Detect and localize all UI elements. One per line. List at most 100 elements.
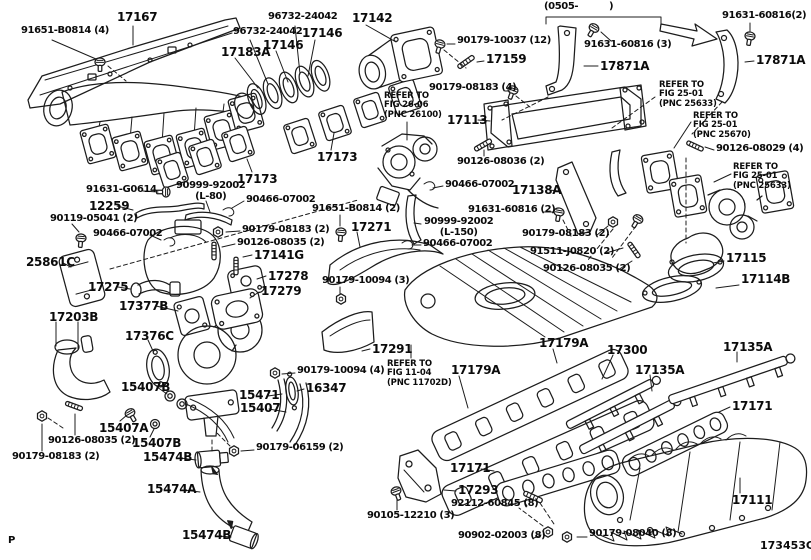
part-label-90999-92002-L150[interactable]: 90999-92002(L-150) (424, 216, 494, 238)
part-label-92112-60845-8[interactable]: 92112-60845 (8) (451, 498, 539, 509)
figure-code: 173453C (760, 539, 811, 552)
part-label-17173[interactable]: 17173 (317, 150, 358, 164)
manifold-stay-17871a-right-drawing (716, 30, 738, 103)
gasket-17377b-drawing (173, 296, 211, 337)
page-marker: P (8, 535, 15, 546)
part-label-17179a[interactable]: 17179A (539, 336, 589, 350)
part-label-17377b[interactable]: 17377B (119, 299, 169, 313)
part-label-17173[interactable]: 17173 (237, 172, 278, 186)
bracket-17293-drawing (398, 450, 441, 502)
part-label-17300[interactable]: 17300 (607, 343, 648, 357)
part-label-17183a[interactable]: 17183A (221, 45, 271, 59)
direction-arrow (660, 24, 717, 46)
part-label-90902-02003-8[interactable]: 90902-02003 (8) (458, 530, 546, 541)
part-label-17135a[interactable]: 17135A (723, 340, 773, 354)
part-label-91631-60816-3[interactable]: 91631-60816 (3) (584, 39, 672, 50)
part-label-17141g[interactable]: 17141G (254, 248, 304, 262)
part-label-90466-07002[interactable]: 90466-07002 (93, 228, 163, 239)
part-label-90466-07002[interactable]: 90466-07002 (246, 194, 316, 205)
part-label-15407a[interactable]: 15407A (99, 421, 149, 435)
part-label-15474a[interactable]: 15474A (147, 482, 197, 496)
part-label-15471[interactable]: 15471 (239, 388, 280, 402)
part-label-17146[interactable]: 17146 (302, 26, 343, 40)
part-label-90179-08183-4[interactable]: 90179-08183 (4) (429, 82, 517, 93)
part-label-91631-g0614[interactable]: 91631-G0614 (86, 184, 157, 195)
part-label-17271[interactable]: 17271 (351, 220, 392, 234)
part-label-17115[interactable]: 17115 (726, 251, 767, 265)
part-label-25861c[interactable]: 25861C (26, 255, 75, 269)
part-label-96732-24042[interactable]: 96732-24042 (233, 26, 303, 37)
heat-insulator-17167-drawing (28, 18, 240, 108)
part-label-12259[interactable]: 12259 (89, 199, 130, 213)
part-label-90179-10094-3[interactable]: 90179-10094 (3) (322, 275, 410, 286)
part-label-17111[interactable]: 17111 (732, 493, 773, 507)
part-label-90126-08035-2[interactable]: 90126-08035 (2) (237, 237, 325, 248)
part-label-90126-08036-2[interactable]: 90126-08036 (2) (457, 156, 545, 167)
part-label-90126-08035-2[interactable]: 90126-08035 (2) (48, 435, 136, 446)
part-label-17871a[interactable]: 17871A (756, 53, 806, 67)
part-label-91631-60816-2[interactable]: 91631-60816(2) (722, 10, 807, 21)
part-label-17142[interactable]: 17142 (352, 11, 393, 25)
part-label-90179-08040-8[interactable]: 90179-08040 (8) (589, 528, 677, 539)
leader-lines (42, 23, 754, 538)
part-label-90119-05041-2[interactable]: 90119-05041 (2) (50, 213, 138, 224)
part-label-90179-10037-12[interactable]: 90179-10037 (12) (457, 35, 551, 46)
manifold-stay-17871a-left-drawing (546, 26, 576, 95)
part-label-17135a[interactable]: 17135A (635, 363, 685, 377)
part-label-91511-j0820-2[interactable]: 91511-J0820 (2) (530, 246, 615, 257)
plate-25861c-drawing (58, 248, 106, 308)
part-label-15407b[interactable]: 15407B (132, 436, 182, 450)
part-label-90466-07002[interactable]: 90466-07002 (445, 179, 515, 190)
water-bypass-12259-drawing (136, 203, 204, 218)
part-label-17146[interactable]: 17146 (263, 38, 304, 52)
part-label-90126-08035-2[interactable]: 90126-08035 (2) (543, 263, 631, 274)
intake-elbow-17115-drawing (666, 233, 726, 286)
part-label-91651-b0814-4[interactable]: 91651-B0814 (4) (21, 25, 109, 36)
part-label-90179-10094-4[interactable]: 90179-10094 (4) (297, 365, 385, 376)
part-label-15474b[interactable]: 15474B (143, 450, 193, 464)
part-label-17171[interactable]: 17171 (450, 461, 491, 475)
part-label-17179a[interactable]: 17179A (451, 363, 501, 377)
gasket-17171-right-drawing (620, 410, 730, 479)
part-label-90179-08183-2[interactable]: 90179-08183 (2) (522, 228, 610, 239)
part-label-17279[interactable]: 17279 (261, 284, 302, 298)
part-label-17871a[interactable]: 17871A (600, 59, 650, 73)
part-label-17159[interactable]: 17159 (486, 52, 527, 66)
part-label-17278[interactable]: 17278 (268, 269, 309, 283)
part-label-96732-24042[interactable]: 96732-24042 (268, 11, 338, 22)
part-label-17113[interactable]: 17113 (447, 113, 488, 127)
part-label-91631-60816-2[interactable]: 91631-60816 (2) (468, 204, 556, 215)
part-label-90105-12210-3[interactable]: 90105-12210 (3) (367, 510, 455, 521)
intake-inlet-housing-drawing (144, 220, 220, 294)
part-label-17291[interactable]: 17291 (372, 342, 413, 356)
part-label-15407b[interactable]: 15407B (121, 380, 171, 394)
cylinder-head-cover-drawing (405, 247, 657, 346)
part-label-90179-08183-2[interactable]: 90179-08183 (2) (12, 451, 100, 462)
part-label-90179-06159-2[interactable]: 90179-06159 (2) (256, 442, 344, 453)
part-label-17275[interactable]: 17275 (88, 280, 129, 294)
part-label-17138a[interactable]: 17138A (512, 183, 562, 197)
assembly-dashed-lines (48, 50, 722, 526)
part-label-17114b[interactable]: 17114B (741, 272, 791, 286)
part-label-17293[interactable]: 17293 (458, 483, 499, 497)
part-label-90466-07002[interactable]: 90466-07002 (423, 238, 493, 249)
part-label-17171[interactable]: 17171 (732, 399, 773, 413)
ventilation-hose-15474a-drawing (201, 466, 252, 536)
part-label-17167[interactable]: 17167 (117, 10, 158, 24)
part-label-15474b[interactable]: 15474B (182, 528, 232, 542)
part-label-90999-92002-L80[interactable]: 90999-92002(L-80) (176, 180, 246, 202)
part-label-17203b[interactable]: 17203B (49, 310, 99, 324)
part-label-90179-08183-2[interactable]: 90179-08183 (2) (242, 224, 330, 235)
oil-pipe-fittings-drawing (151, 391, 235, 442)
part-label-90126-08029-4[interactable]: 90126-08029 (4) (716, 143, 804, 154)
part-label-91651-b0814-2[interactable]: 91651-B0814 (2) (312, 203, 400, 214)
part-label-15407[interactable]: 15407 (240, 401, 281, 415)
delivery-pipe-17300-drawing (565, 375, 665, 437)
part-label-16347[interactable]: 16347 (306, 381, 347, 395)
part-label-17376c[interactable]: 17376C (125, 329, 174, 343)
